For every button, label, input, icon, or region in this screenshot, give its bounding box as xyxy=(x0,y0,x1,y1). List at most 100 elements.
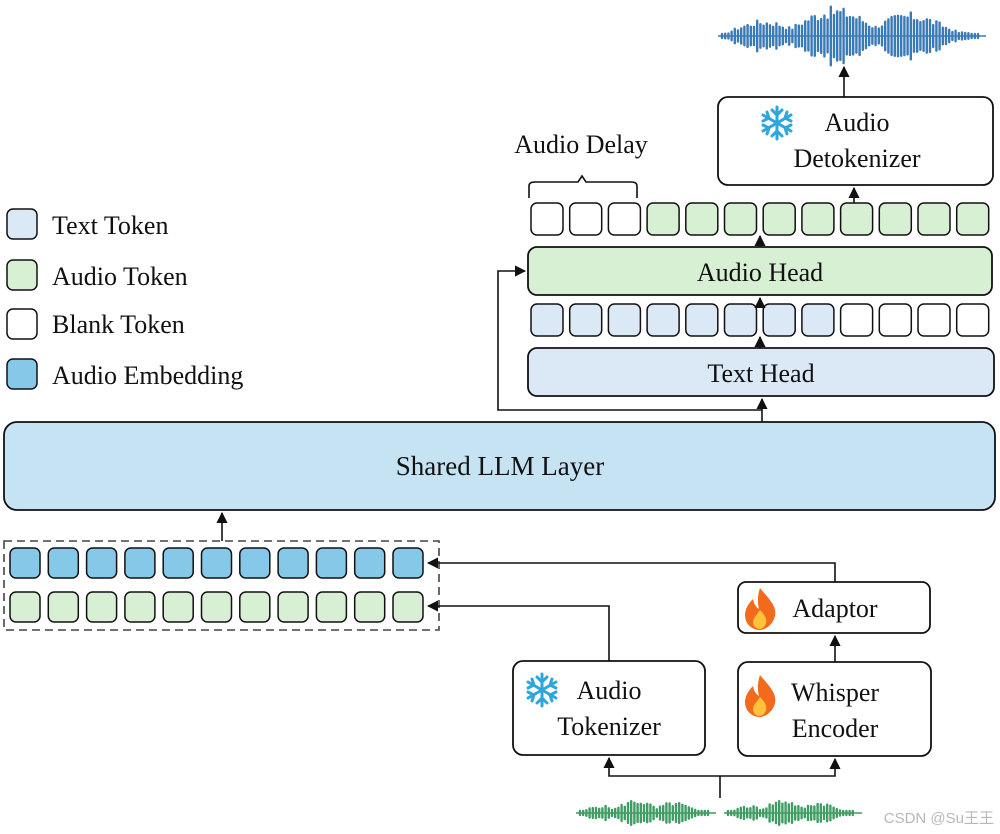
audio-delay-brace: Audio Delay xyxy=(514,130,648,198)
arrow-adaptor-to-embeddings xyxy=(426,557,836,582)
text-head: Text Head xyxy=(527,347,995,397)
text-head-output-blank-token xyxy=(917,303,951,337)
audio-tokenizer-label-line1: Audio xyxy=(577,676,642,705)
audio-head-output-audio-token xyxy=(646,202,680,236)
input-audio-audio-token xyxy=(200,591,233,623)
text-head-output-blank-token xyxy=(878,303,913,337)
audio-tokenizer-label-line2: Tokenizer xyxy=(557,712,661,741)
input-audio-audio-token xyxy=(162,591,194,623)
snowflake-icon xyxy=(526,672,558,708)
output-waveform xyxy=(718,5,986,67)
text-head-output-tokens xyxy=(530,303,990,337)
audio-head-output-tokens xyxy=(530,202,990,236)
legend-swatch-audio-embedding xyxy=(6,358,38,390)
input-embedding-embed-token xyxy=(47,547,80,579)
legend-label-blank-token: Blank Token xyxy=(52,310,185,339)
watermark: CSDN @Su王王 xyxy=(884,810,994,827)
audio-delay-label: Audio Delay xyxy=(514,130,648,159)
audio-head-output-blank-token xyxy=(530,202,564,236)
input-embedding-embed-token xyxy=(353,547,386,579)
adaptor-label: Adaptor xyxy=(792,594,878,623)
input-audio-tokens xyxy=(9,591,424,623)
input-audio-audio-token xyxy=(277,591,309,623)
input-audio-audio-token xyxy=(124,591,156,623)
legend-item-audio-token: Audio Token xyxy=(6,259,188,291)
input-audio-audio-token xyxy=(9,591,41,623)
audio-head-output-blank-token xyxy=(568,202,603,236)
input-sequence-dashed-box xyxy=(3,540,440,631)
legend: Text Token Audio Token Blank Token Audio… xyxy=(6,208,243,390)
text-head-output-text-token xyxy=(607,303,642,337)
arrow-tokenizer-to-audio-tokens xyxy=(426,600,610,661)
audio-head-output-audio-token xyxy=(685,202,719,236)
legend-swatch-audio-token xyxy=(6,259,38,291)
legend-swatch-text-token xyxy=(6,208,38,240)
input-embedding-embed-token xyxy=(85,547,118,579)
input-embedding-embed-token xyxy=(162,547,194,579)
input-embedding-embed-token xyxy=(392,547,424,579)
connectors xyxy=(216,65,860,798)
input-embedding-embed-token xyxy=(239,547,271,579)
input-waveform xyxy=(576,799,862,827)
text-head-box xyxy=(527,347,995,397)
audio-head-output-audio-token xyxy=(762,202,796,236)
input-embedding-embed-token xyxy=(277,547,309,579)
legend-item-audio-embedding: Audio Embedding xyxy=(6,358,243,390)
snowflake-icon xyxy=(761,105,793,141)
shared-llm-label: Shared LLM Layer xyxy=(396,451,604,481)
input-sequence-group xyxy=(3,540,440,631)
legend-item-blank-token: Blank Token xyxy=(6,308,185,340)
flame-icon xyxy=(745,588,776,630)
whisper-encoder-label-line2: Encoder xyxy=(792,714,879,743)
text-head-output-text-token xyxy=(568,303,603,337)
audio-tokenizer: Audio Tokenizer xyxy=(512,660,706,756)
whisper-encoder: Whisper Encoder xyxy=(737,661,932,757)
input-embedding-embed-token xyxy=(200,547,233,579)
audio-detokenizer-label-line2: Detokenizer xyxy=(793,144,920,173)
text-head-output-blank-token xyxy=(955,303,990,337)
input-embedding-embed-token xyxy=(124,547,156,579)
audio-delay-brace-path xyxy=(528,174,638,198)
arrow-to-whisper-encoder xyxy=(720,757,841,777)
text-head-output-text-token xyxy=(801,303,835,337)
flame-icon xyxy=(745,675,776,717)
shared-llm-layer: Shared LLM Layer xyxy=(3,421,996,511)
text-head-output-text-token xyxy=(723,303,758,337)
input-audio-embeddings xyxy=(9,547,424,579)
text-head-output-blank-token xyxy=(839,303,874,337)
legend-item-text-token: Text Token xyxy=(6,208,168,240)
audio-head-label: Audio Head xyxy=(697,258,823,287)
arrow-to-audio-tokenizer xyxy=(603,756,720,777)
legend-label-text-token: Text Token xyxy=(52,211,168,240)
audio-detokenizer-label-line1: Audio xyxy=(825,108,890,137)
audio-head-output-audio-token xyxy=(801,202,835,236)
audio-detokenizer: Audio Detokenizer xyxy=(717,96,994,186)
audio-head-output-audio-token xyxy=(723,202,758,236)
audio-head-output-audio-token xyxy=(955,202,990,236)
input-audio-audio-token xyxy=(239,591,271,623)
adaptor: Adaptor xyxy=(737,581,931,634)
legend-label-audio-embedding: Audio Embedding xyxy=(52,361,243,390)
audio-head-output-audio-token xyxy=(878,202,913,236)
input-audio-audio-token xyxy=(315,591,348,623)
text-head-output-text-token xyxy=(646,303,680,337)
arrow-llm-to-audio-head xyxy=(497,265,762,411)
whisper-encoder-label-line1: Whisper xyxy=(791,678,879,707)
audio-head: Audio Head xyxy=(527,246,993,296)
legend-swatch-blank-token xyxy=(6,308,38,340)
input-embedding-embed-token xyxy=(315,547,348,579)
input-audio-audio-token xyxy=(85,591,118,623)
text-head-output-text-token xyxy=(762,303,796,337)
input-audio-audio-token xyxy=(353,591,386,623)
audio-head-output-audio-token xyxy=(917,202,951,236)
input-audio-audio-token xyxy=(392,591,424,623)
text-head-output-text-token xyxy=(530,303,564,337)
text-head-output-text-token xyxy=(685,303,719,337)
adaptor-box xyxy=(737,581,931,634)
input-audio-audio-token xyxy=(47,591,80,623)
legend-label-audio-token: Audio Token xyxy=(52,262,188,291)
audio-head-output-audio-token xyxy=(839,202,874,236)
audio-head-output-blank-token xyxy=(607,202,642,236)
text-head-label: Text Head xyxy=(707,359,814,388)
